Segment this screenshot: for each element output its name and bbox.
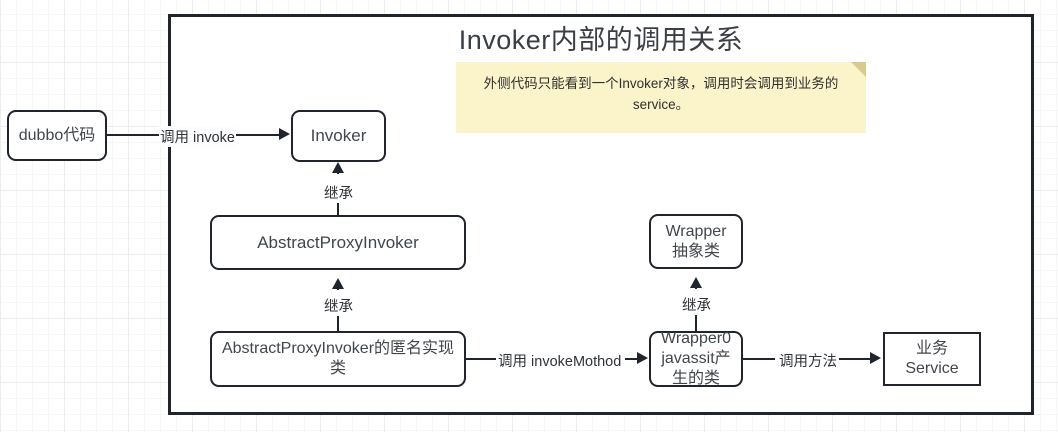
- edge-api-to-invoker-seg1: [337, 198, 340, 217]
- edge-dubbo-to-invoker-arrowhead: [279, 128, 290, 140]
- node-wrapper-line1: Wrapper: [665, 222, 727, 240]
- edge-wrapper0-to-wrapper-seg1: [695, 313, 698, 332]
- note-fold-corner-icon: [851, 62, 866, 77]
- edge-anon-to-wrapper0-seg2: [625, 358, 638, 361]
- node-abstract-proxy-invoker[interactable]: AbstractProxyInvoker: [210, 215, 466, 270]
- node-wrapper-abstract[interactable]: Wrapper 抽象类: [649, 214, 743, 269]
- node-wrapper0-line2: javassit产: [661, 350, 731, 367]
- edge-api-to-invoker-seg2: [337, 172, 340, 174]
- edge-anon-to-api-seg1: [337, 314, 340, 332]
- node-abstract-proxy-invoker-label: AbstractProxyInvoker: [257, 232, 419, 252]
- edge-label-invoke: 调用 invoke: [159, 126, 236, 147]
- edge-anon-to-api-seg2: [337, 288, 340, 290]
- node-invoker[interactable]: Invoker: [291, 110, 386, 162]
- edge-anon-to-api-arrowhead: [332, 278, 344, 289]
- node-dubbo-code[interactable]: dubbo代码: [7, 110, 107, 161]
- node-wrapper0-line1: Wrapper0: [661, 330, 731, 347]
- edge-label-invoke-method: 调用 invokeMothod: [496, 350, 624, 371]
- sticky-note: 外侧代码只能看到一个Invoker对象，调用时会调用到业务的service。: [456, 62, 866, 133]
- page-title: Invoker内部的调用关系: [458, 25, 744, 55]
- sticky-note-text: 外侧代码只能看到一个Invoker对象，调用时会调用到业务的service。: [483, 75, 839, 112]
- node-wrapper0[interactable]: Wrapper0 javassit产生的类: [649, 329, 743, 389]
- edge-wrapper0-to-wrapper-arrowhead: [690, 277, 702, 288]
- edge-label-inherit-wrapper: 继承: [680, 294, 713, 315]
- node-wrapper-abstract-label: Wrapper 抽象类: [659, 222, 732, 262]
- edge-label-call-method: 调用方法: [777, 350, 839, 371]
- node-anonymous-impl-label: AbstractProxyInvoker的匿名实现类: [221, 340, 455, 377]
- edge-anon-to-wrapper0-seg1: [466, 358, 496, 361]
- node-wrapper0-line3: 生的类: [671, 370, 720, 387]
- edge-wrapper0-to-service-arrowhead: [870, 352, 881, 364]
- node-business-service[interactable]: 业务Service: [883, 332, 981, 386]
- node-dubbo-code-label: dubbo代码: [18, 126, 96, 144]
- node-wrapper-line2: 抽象类: [671, 242, 720, 260]
- node-anonymous-impl[interactable]: AbstractProxyInvoker的匿名实现类: [210, 331, 466, 387]
- edge-wrapper0-to-wrapper-seg2: [695, 287, 698, 289]
- edge-dubbo-to-invoker-seg2: [233, 134, 280, 137]
- edge-wrapper0-to-service-seg2: [838, 358, 871, 361]
- edge-label-inherit-invoker: 继承: [322, 182, 355, 203]
- node-business-service-label: 业务Service: [905, 340, 959, 377]
- edge-wrapper0-to-service-seg1: [743, 358, 775, 361]
- edge-label-inherit-api: 继承: [322, 295, 355, 316]
- edge-dubbo-to-invoker-seg1: [107, 134, 176, 137]
- edge-anon-to-wrapper0-arrowhead: [637, 352, 648, 364]
- node-invoker-label: Invoker: [310, 126, 367, 146]
- node-wrapper0-label: Wrapper0 javassit产生的类: [655, 329, 737, 389]
- edge-api-to-invoker-arrowhead: [332, 162, 344, 173]
